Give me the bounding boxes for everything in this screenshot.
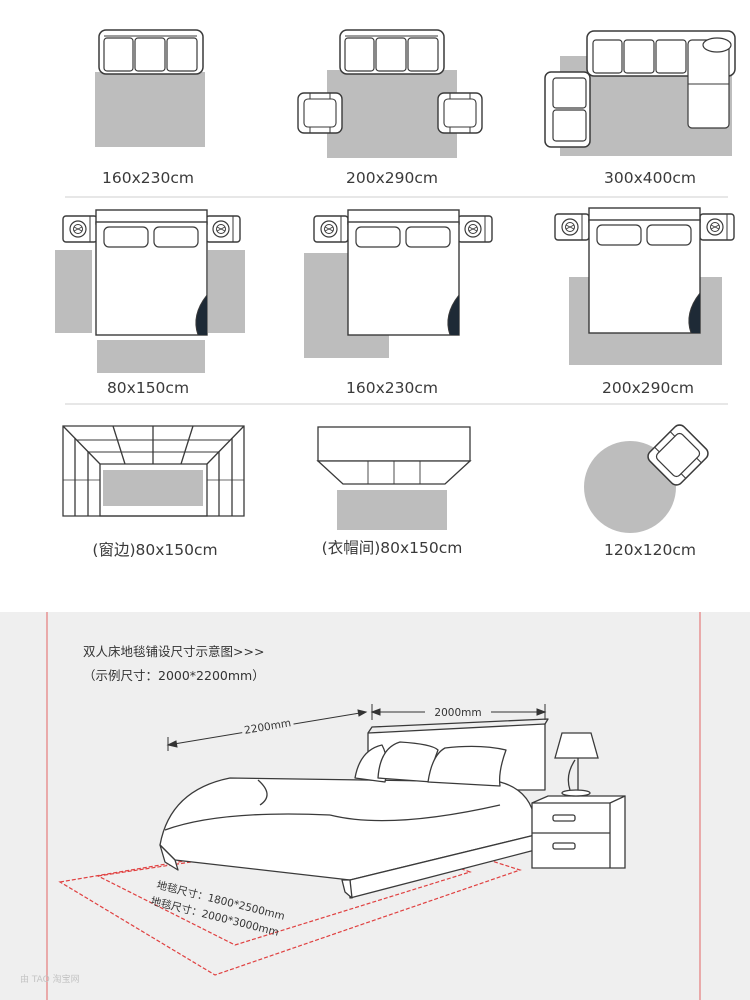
bed-layout-2: [304, 209, 493, 358]
double-bed-icon: [159, 718, 549, 899]
rug-shape: [95, 72, 205, 147]
nightstand-icon: [699, 213, 735, 241]
size-label-closet: (衣帽间)80x150cm: [322, 539, 463, 557]
sofa-layout-2: [297, 29, 483, 158]
nightstand-icon: [554, 213, 590, 241]
sofa-icon: [339, 29, 445, 75]
sofa-icon: [98, 29, 204, 75]
closet-layout: [316, 426, 472, 530]
bay-window-icon: [62, 425, 245, 517]
sectional-sofa-icon: [544, 30, 736, 148]
bed-icon: [588, 207, 701, 334]
size-label-bed-80x150: 80x150cm: [107, 379, 189, 397]
lamp-icon: [554, 732, 599, 797]
size-label-bed-160x230: 160x230cm: [346, 379, 438, 397]
size-label-round: 120x120cm: [604, 541, 696, 559]
bed-icon: [347, 209, 460, 336]
width-dimension-label: 2000mm: [434, 707, 481, 719]
bay-window-layout: [62, 425, 245, 517]
bed-diagram-panel: 双人床地毯铺设尺寸示意图>>> （示例尺寸：2000*2200mm） 2000m…: [0, 612, 750, 1000]
nightstand-icon: [62, 215, 98, 243]
diagram-title: 双人床地毯铺设尺寸示意图>>>: [83, 644, 264, 659]
wardrobe-icon: [316, 426, 472, 485]
watermark: 由 TAO 淘宝网: [20, 973, 80, 985]
example-size: （示例尺寸：2000*2200mm）: [83, 668, 265, 683]
size-label-sofa-200x290: 200x290cm: [346, 169, 438, 187]
size-label-sofa-300x400: 300x400cm: [604, 169, 696, 187]
rug-shape: [337, 490, 447, 530]
rug-shape: [97, 340, 205, 373]
nightstand-icon: [205, 215, 241, 243]
rug-shape: [55, 250, 92, 333]
armchair-icon: [437, 92, 483, 134]
width-dimension: [370, 704, 547, 720]
rug-shape: [208, 250, 245, 333]
bed-layout-1: [55, 209, 245, 373]
bed-icon: [95, 209, 208, 336]
nightstand-icon: [457, 215, 493, 243]
nightstand-icon: [531, 795, 626, 869]
bed-layout-3: [554, 207, 735, 365]
size-label-bay-window: (窗边)80x150cm: [92, 541, 217, 559]
sofa-layout-1: [95, 29, 205, 147]
size-label-sofa-160x230: 160x230cm: [102, 169, 194, 187]
armchair-icon: [297, 92, 343, 134]
sofa-layout-3: [544, 30, 736, 156]
nightstand-icon: [313, 215, 349, 243]
rug-shape: [103, 470, 203, 506]
round-rug-layout: [584, 421, 712, 533]
rug-shape: [327, 70, 457, 158]
size-label-bed-200x290: 200x290cm: [602, 379, 694, 397]
